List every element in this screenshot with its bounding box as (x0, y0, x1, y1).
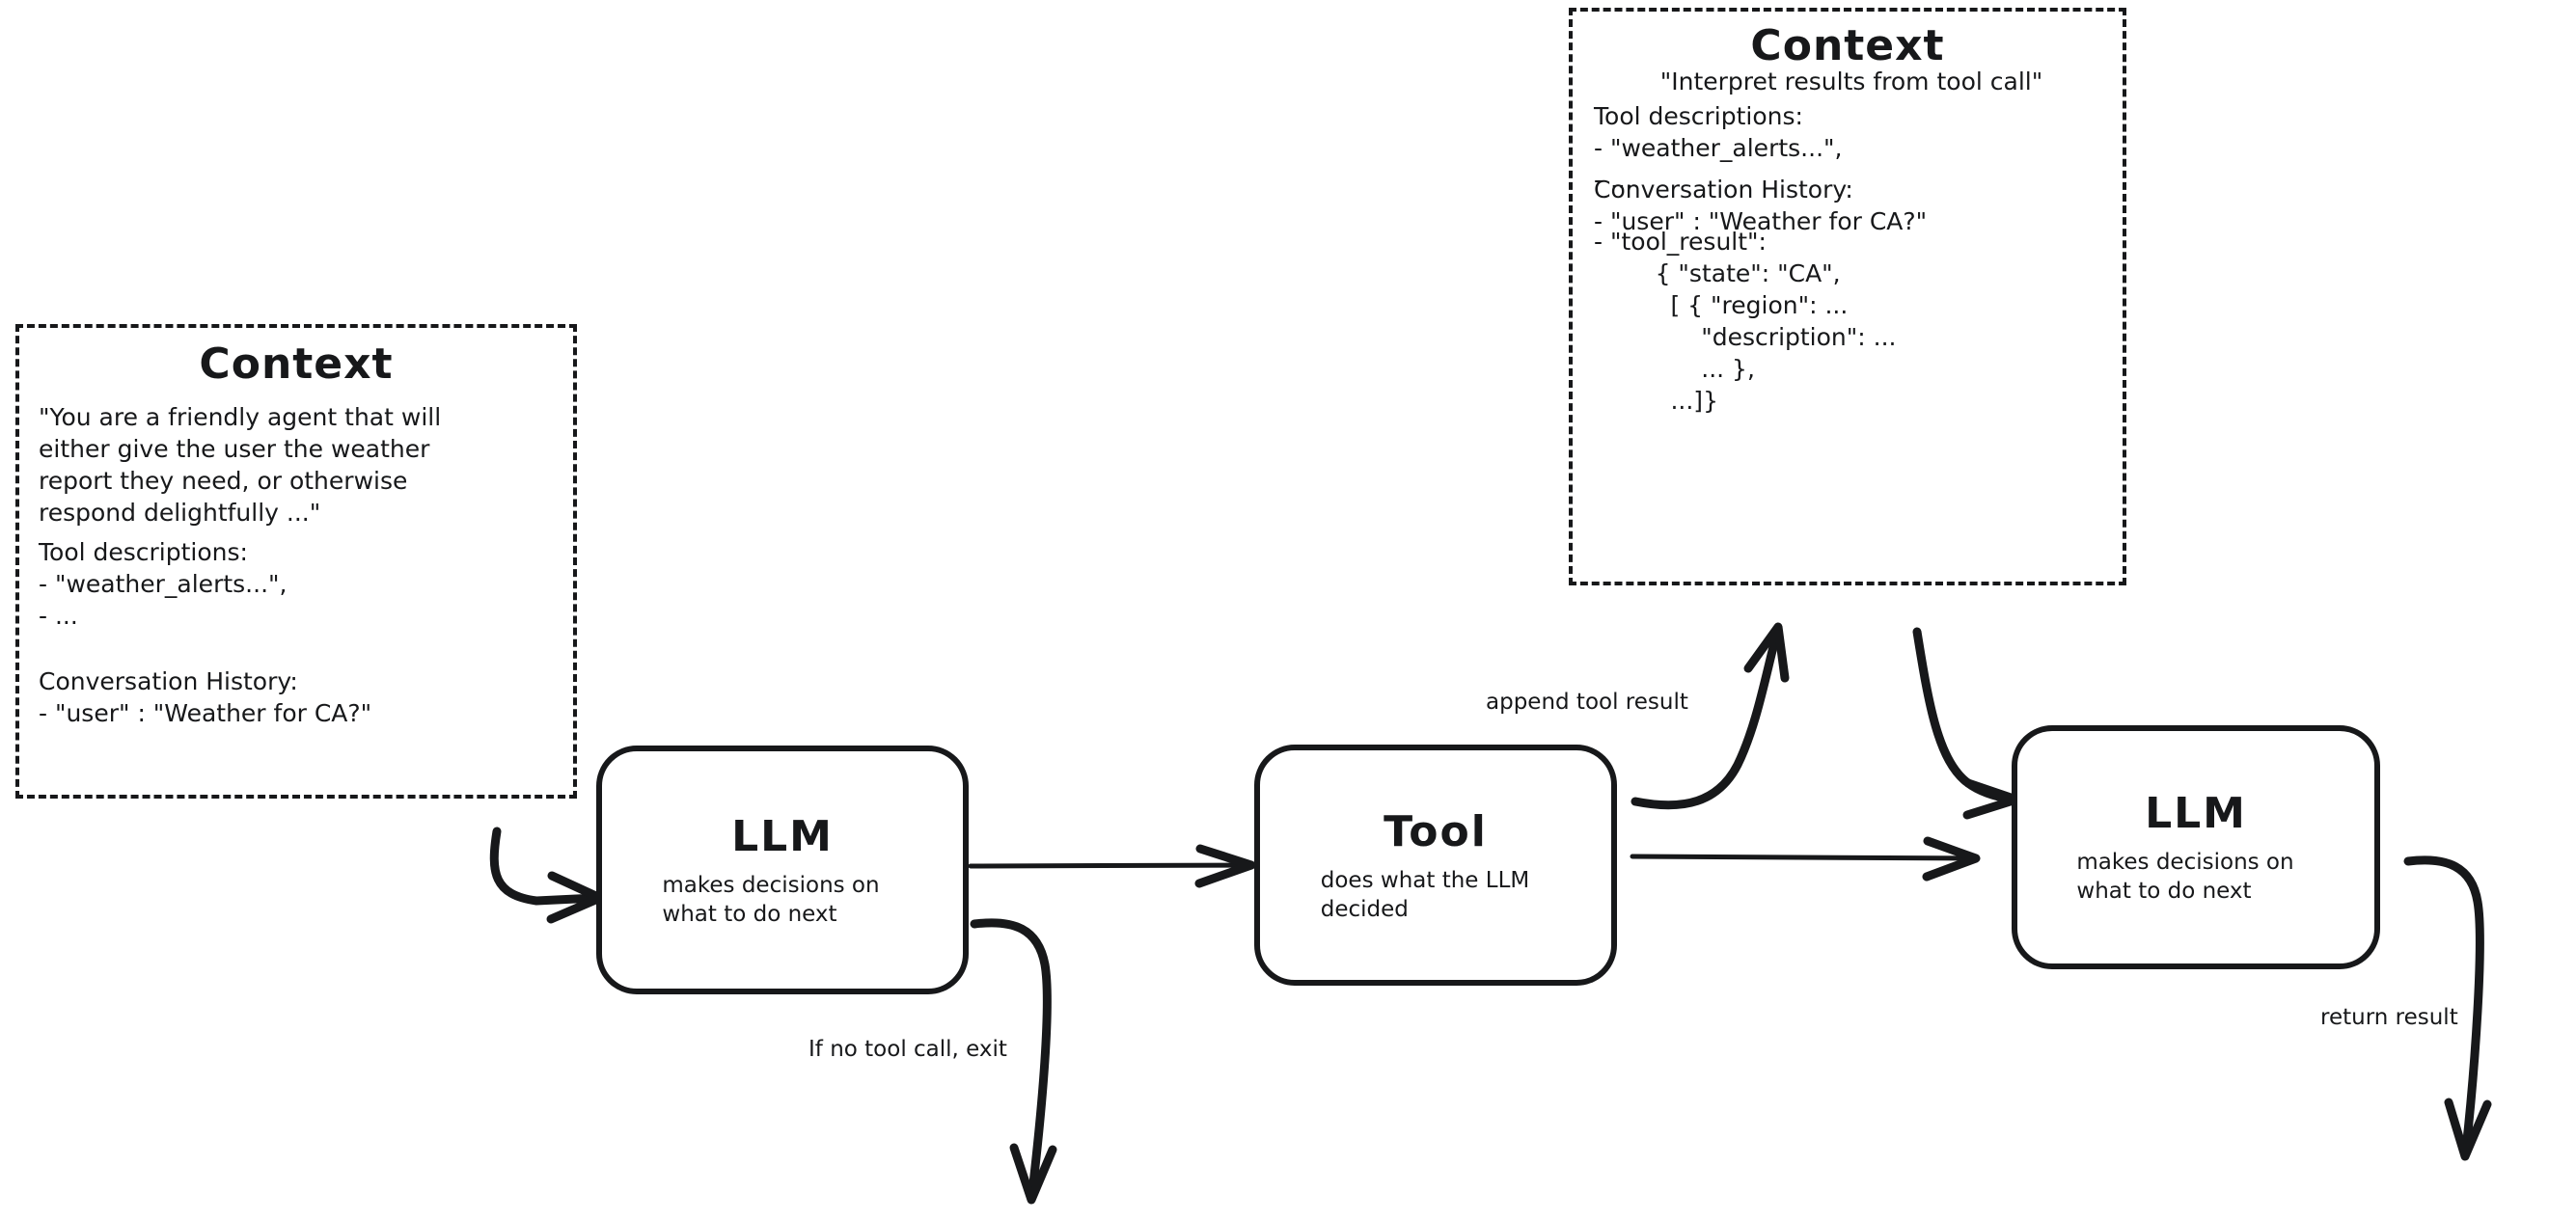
context-left-conversation-user: - "user" : "Weather for CA?" (39, 699, 372, 727)
context-left-tools-list: - "weather_alerts...", - ... (39, 570, 288, 630)
arrow-context-to-llm1 (489, 827, 605, 924)
arrow-llm1-to-tool (968, 844, 1256, 888)
context-right-title: Context (1750, 21, 1945, 70)
context-left-title: Context (199, 339, 394, 389)
node-llm-first-subtitle: makes decisions on what to do next (662, 872, 880, 927)
context-left-tools-heading: Tool descriptions: (39, 538, 248, 566)
context-box-right: Context "Interpret results from tool cal… (1569, 8, 2126, 585)
context-left-conversation-heading: Conversation History: (39, 667, 298, 695)
context-right-system-prompt: "Interpret results from tool call" (1659, 68, 2043, 95)
arrow-tool-to-context (1631, 622, 1790, 810)
node-llm-second[interactable]: LLM makes decisions on what to do next (2012, 725, 2380, 969)
edge-label-exit: If no tool call, exit (808, 1037, 1007, 1062)
node-llm-first-title: LLM (731, 811, 834, 861)
context-right-tools-list: - "weather_alerts...", - ... (1594, 134, 1843, 194)
context-left-system-prompt: "You are a friendly agent that will eith… (39, 403, 442, 527)
node-llm-second-title: LLM (2145, 789, 2247, 838)
context-box-left: Context "You are a friendly agent that w… (15, 324, 577, 799)
node-tool[interactable]: Tool does what the LLM decided (1254, 745, 1617, 986)
edge-label-return-result: return result (2320, 1005, 2458, 1030)
node-tool-subtitle: does what the LLM decided (1320, 867, 1530, 922)
context-right-tools-heading: Tool descriptions: (1594, 102, 1803, 130)
node-tool-title: Tool (1384, 806, 1488, 856)
context-right-tool-result: - "tool_result": { "state": "CA", [ { "r… (1594, 228, 1897, 415)
context-right-conversation-user: - "user" : "Weather for CA?" (1594, 207, 1928, 235)
node-llm-first[interactable]: LLM makes decisions on what to do next (596, 746, 969, 994)
arrow-tool-to-llm2 (1630, 836, 1981, 882)
arrow-context-to-llm2 (1912, 627, 2021, 820)
edge-label-append-tool-result: append tool result (1486, 690, 1688, 715)
node-llm-second-subtitle: makes decisions on what to do next (2076, 850, 2294, 904)
context-right-conversation-heading: Conversation History: (1594, 176, 1853, 204)
